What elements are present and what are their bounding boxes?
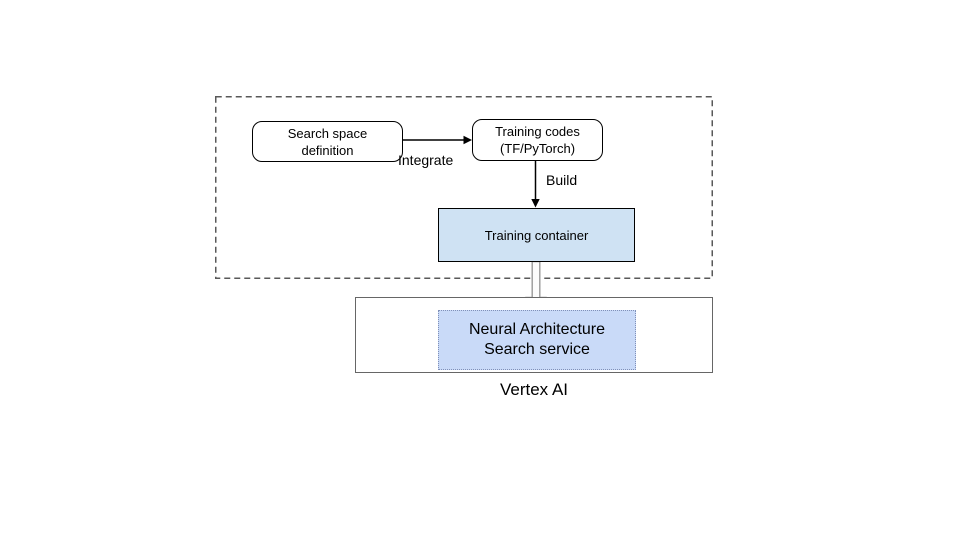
node-label-line: definition (301, 142, 354, 158)
node-label-line: Search space (287, 125, 368, 141)
node-label-line: (TF/PyTorch) (499, 141, 576, 156)
build-edge-label: Build (546, 172, 578, 188)
node-label-line: Search service (484, 341, 590, 358)
node-training-codes: Training codes (TF/PyTorch) (472, 119, 603, 161)
node-label-line: Training codes (495, 124, 580, 139)
integrate-edge-label: Integrate (398, 152, 454, 168)
integrate-arrow (403, 135, 472, 145)
node-search-space-definition: Search space definition (252, 121, 403, 162)
node-label: Training container (484, 227, 589, 243)
node-label-line: Neural Architecture (468, 321, 606, 338)
build-arrow (531, 161, 540, 208)
vertex-ai-caption: Vertex AI (499, 380, 569, 399)
node-training-container: Training container (438, 208, 635, 262)
node-nas-service: Neural Architecture Search service (438, 310, 636, 370)
